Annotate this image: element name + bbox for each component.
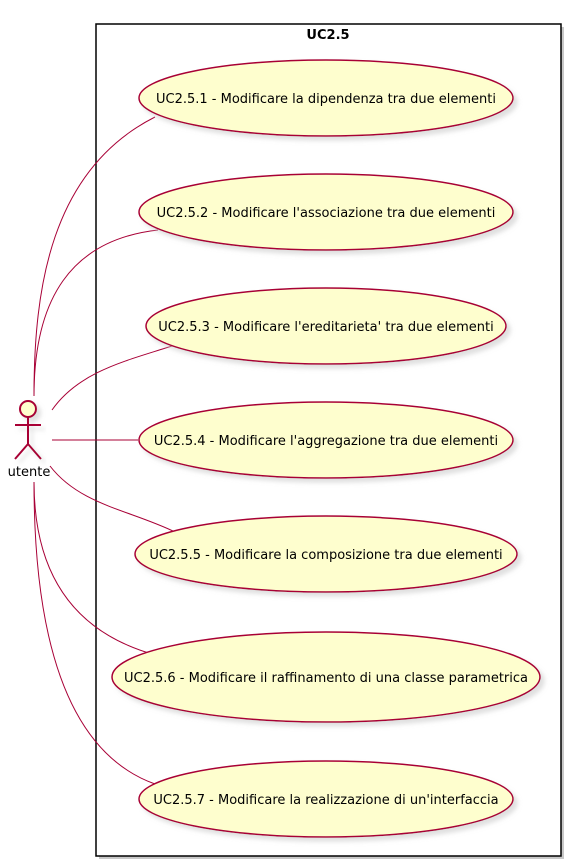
use-case-7-label: UC2.5.7 - Modificare la realizzazione di…: [153, 793, 498, 808]
use-case-1[interactable]: [138, 59, 514, 137]
use-case-3[interactable]: [145, 287, 507, 365]
use-case-4-label: UC2.5.4 - Modificare l'aggregazione tra …: [154, 434, 498, 449]
actor-label: utente: [8, 465, 51, 480]
use-case-3-label: UC2.5.3 - Modificare l'ereditarieta' tra…: [158, 320, 493, 335]
system-title: UC2.5: [306, 28, 349, 43]
association-uc1: [33, 116, 156, 397]
associations: [33, 116, 176, 785]
use-case-4[interactable]: [138, 401, 514, 479]
use-case-5[interactable]: [134, 515, 518, 593]
use-case-2[interactable]: [138, 173, 514, 251]
association-uc5: [49, 465, 176, 533]
association-uc6: [33, 481, 153, 655]
use-case-7[interactable]: [138, 760, 514, 838]
actor-icon[interactable]: [14, 400, 42, 460]
association-uc3: [51, 344, 176, 411]
use-case-6[interactable]: [111, 631, 541, 723]
association-uc2: [33, 229, 159, 397]
use-case-6-label: UC2.5.6 - Modificare il raffinamento di …: [124, 671, 528, 686]
use-case-1-label: UC2.5.1 - Modificare la dipendenza tra d…: [156, 92, 496, 107]
association-uc7: [33, 481, 156, 785]
use-case-5-label: UC2.5.5 - Modificare la composizione tra…: [149, 548, 502, 563]
use-case-2-label: UC2.5.2 - Modificare l'associazione tra …: [157, 206, 496, 221]
